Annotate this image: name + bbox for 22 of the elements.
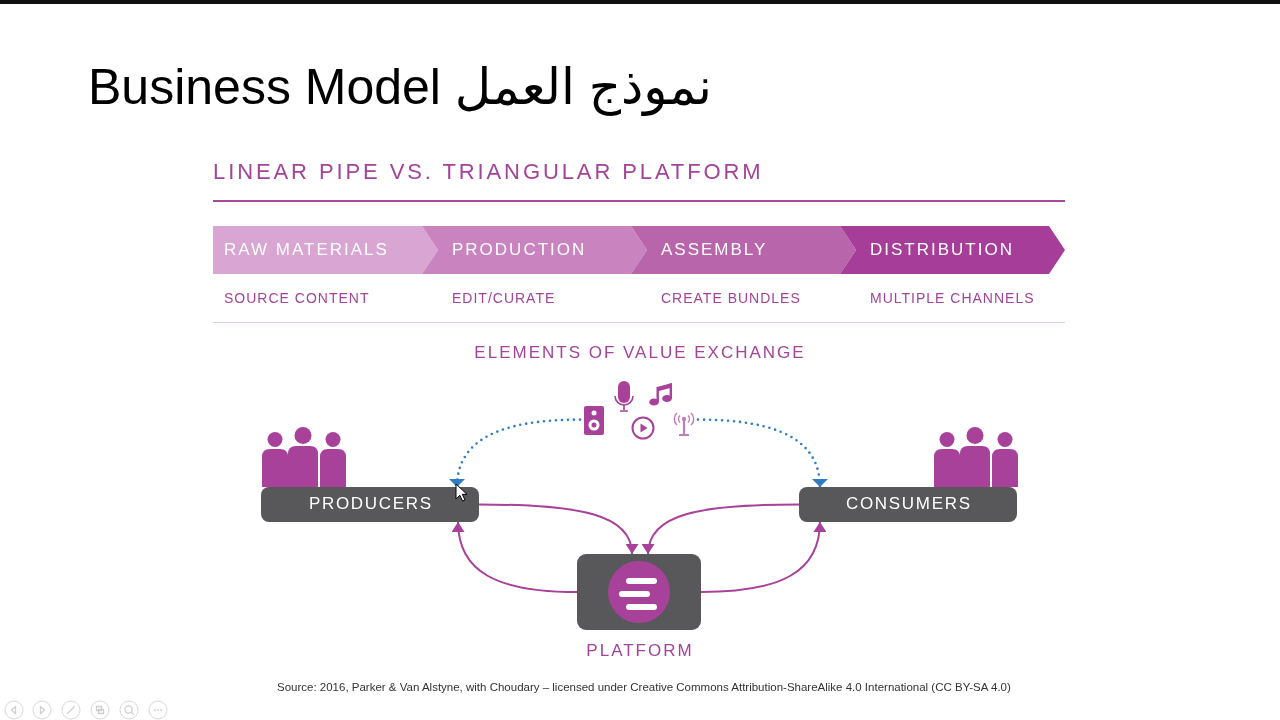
section-heading: LINEAR PIPE VS. TRIANGULAR PLATFORM [213,159,764,186]
curved-arrow [700,521,825,593]
chevron-step [213,226,438,274]
curved-arrow [478,503,636,555]
step-label: ASSEMBLY [661,239,768,261]
rounded-box [261,487,479,522]
step-caption: SOURCE CONTENT [224,290,370,307]
curved-arrow [644,503,800,555]
section-heading: ELEMENTS OF VALUE EXCHANGE [474,343,806,364]
node-label: PRODUCERS [307,494,433,515]
source-note: Source: 2016, Parker & Van Alstyne, with Choudary – licensed under Creative Commons Attribution-ShareAlike 4.0 International (CC BY-SA 4.0) [277,681,1011,695]
step-caption: EDIT/CURATE [452,290,556,307]
node-label: PLATFORM [585,641,694,662]
step-caption: MULTIPLE CHANNELS [870,290,1035,307]
slide-title: Business Model نموذج العمل [88,60,712,115]
rounded-box [799,487,1017,522]
step-label: RAW MATERIALS [224,239,389,261]
step-caption: CREATE BUNDLES [661,290,801,307]
step-label: PRODUCTION [452,239,587,261]
curved-arrow [453,521,578,593]
step-label: DISTRIBUTION [870,239,1014,261]
node-label: CONSUMERS [844,494,972,515]
